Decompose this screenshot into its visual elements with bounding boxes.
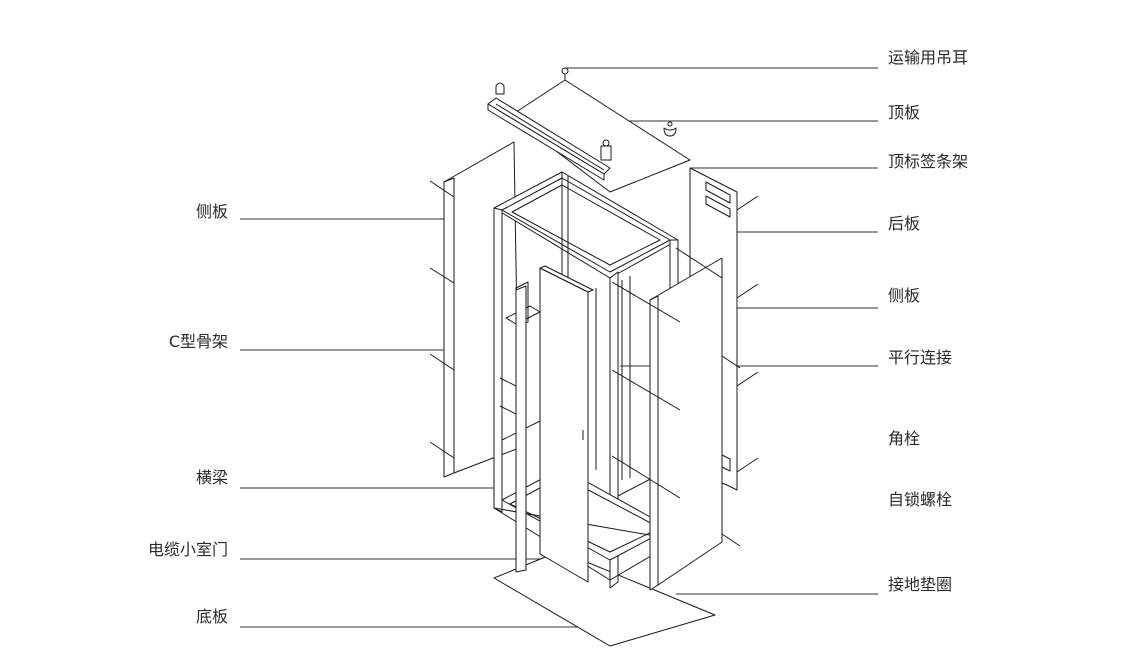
label-self-lock-bolt: 自锁螺栓 [888,490,953,509]
label-top-plate: 顶板 [888,103,921,122]
label-side-panel-right: 侧板 [888,286,921,305]
label-side-panel-left: 侧板 [195,202,228,221]
top-label-frame-shape [487,97,611,181]
label-back-plate: 后板 [888,214,921,233]
label-crossbeam: 横梁 [195,468,228,487]
base-plate-shape [493,550,716,647]
label-base-plate: 底板 [195,607,228,626]
label-cable-door: 电缆小室门 [147,540,228,559]
label-c-frame: C型骨架 [168,332,228,351]
label-parallel-connection: 平行连接 [888,348,953,367]
lifting-eyes [495,67,677,161]
label-lifting-eye: 运输用吊耳 [888,48,969,67]
cable-door-shape [515,265,594,583]
label-corner-bolt: 角栓 [888,429,921,448]
label-ground-washer: 接地垫圈 [888,575,953,594]
top-plate-shape [509,79,691,193]
label-top-label-frame: 顶标签条架 [888,152,969,171]
left-side-panel-shape [429,141,520,478]
right-side-panel-shape [611,247,741,591]
